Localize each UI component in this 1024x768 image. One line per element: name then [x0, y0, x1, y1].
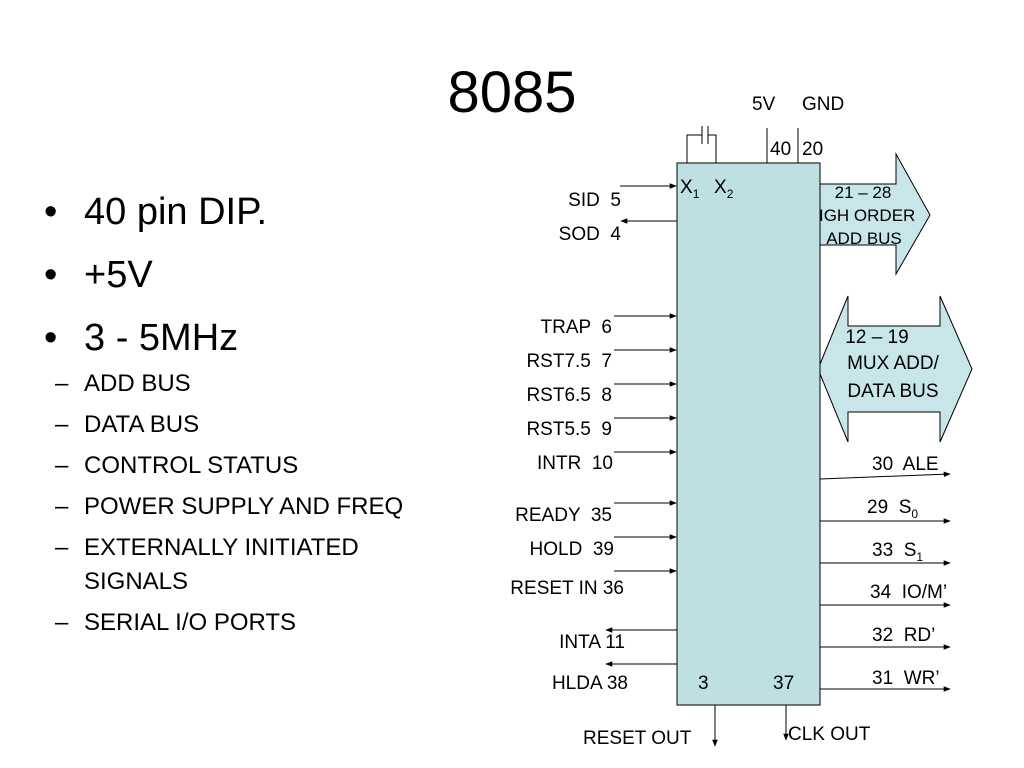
vcc-pin-number: 40: [770, 139, 791, 160]
s0-label: 29 S0: [867, 497, 918, 521]
high-order-bus-label-line2: HIGH ORDER: [807, 206, 916, 225]
sub-bullet-dash: –: [55, 493, 69, 520]
high-order-bus-arrow: [811, 152, 931, 276]
sub-bullet-text: ADD BUS: [84, 370, 191, 397]
inta-label: INTA 11: [559, 632, 625, 653]
bullet-item: • 3 - 5MHz: [44, 316, 424, 360]
rst55-label: RST5.5 9: [526, 419, 612, 440]
crystal-label-x2: X2: [714, 177, 734, 201]
sub-bullet-item: – POWER SUPPLY AND FREQ: [44, 490, 424, 524]
mux-bus-label-line2: MUX ADD/: [847, 353, 940, 374]
sub-bullet-text: POWER SUPPLY AND FREQ: [84, 493, 404, 520]
sub-bullet-text: EXTERNALLY INITIATED SIGNALS: [84, 534, 359, 595]
bullet-text: +5V: [84, 254, 153, 296]
clk-out-label: CLK OUT: [788, 724, 871, 745]
sub-bullet-text: CONTROL STATUS: [84, 452, 299, 479]
mux-bus-arrow: [817, 295, 973, 443]
rst65-label: RST6.5 8: [526, 385, 612, 406]
reset-out-pin-number: 3: [698, 673, 709, 694]
sub-bullet-text: SERIAL I/O PORTS: [84, 609, 297, 636]
bullet-dot: •: [44, 317, 58, 359]
slide-title: 8085: [447, 60, 577, 125]
mux-bus-label-line1: 12 – 19: [845, 327, 908, 348]
sub-bullet-dash: –: [55, 411, 69, 438]
sub-bullet-item: – CONTROL STATUS: [44, 449, 424, 483]
sub-bullet-text: DATA BUS: [84, 411, 200, 438]
crystal-label-x1: X1: [680, 177, 700, 201]
sub-bullet-dash: –: [55, 534, 69, 561]
high-order-bus-label-line3: ADD BUS: [826, 229, 902, 248]
bullet-text: 3 - 5MHz: [84, 317, 239, 359]
ale-arrow: [819, 471, 951, 480]
hold-label: HOLD 39: [530, 539, 615, 560]
mux-bus-label-line3: DATA BUS: [847, 381, 938, 402]
s1-label: 33 S1: [872, 540, 923, 564]
sod-label: SOD 4: [559, 224, 622, 245]
rd-label: 32 RD’: [872, 625, 935, 646]
rst75-label: RST7.5 7: [526, 351, 612, 372]
sub-bullet-dash: –: [55, 370, 69, 397]
sub-bullet-dash: –: [55, 609, 69, 636]
iom-label: 34 IO/M’: [870, 582, 947, 603]
hlda-label: HLDA 38: [552, 673, 628, 694]
bullet-dot: •: [44, 254, 58, 296]
bullet-text: 40 pin DIP.: [84, 191, 268, 233]
vcc-label: 5V: [752, 94, 776, 115]
sub-bullet-item: – EXTERNALLY INITIATED SIGNALS: [44, 531, 424, 599]
clk-out-pin-number: 37: [773, 673, 794, 694]
sub-bullet-list: – ADD BUS – DATA BUS – CONTROL STATUS – …: [44, 367, 424, 640]
crystal-symbol: [686, 126, 717, 163]
gnd-pin-number: 20: [802, 139, 823, 160]
bullet-dot: •: [44, 191, 58, 233]
intr-label: INTR 10: [537, 453, 613, 474]
ready-label: READY 35: [515, 505, 612, 526]
sub-bullet-dash: –: [55, 452, 69, 479]
bullet-list: • 40 pin DIP. • +5V • 3 - 5MHz – ADD BUS…: [44, 190, 424, 647]
sub-bullet-item: – DATA BUS: [44, 408, 424, 442]
sub-bullet-item: – SERIAL I/O PORTS: [44, 606, 424, 640]
trap-label: TRAP 6: [541, 317, 612, 338]
bullet-item: • +5V: [44, 253, 424, 297]
gnd-label: GND: [802, 94, 844, 115]
wr-label: 31 WR’: [872, 668, 940, 689]
ale-label: 30 ALE: [872, 454, 939, 475]
bullet-item: • 40 pin DIP.: [44, 190, 424, 234]
chip-body: [676, 162, 821, 706]
sub-bullet-item: – ADD BUS: [44, 367, 424, 401]
sub-bullet-container: – ADD BUS – DATA BUS – CONTROL STATUS – …: [44, 367, 424, 640]
reset-out-label: RESET OUT: [583, 728, 692, 749]
high-order-bus-label-line1: 21 – 28: [835, 183, 892, 202]
reset-in-label: RESET IN 36: [510, 578, 624, 599]
sid-label: SID 5: [568, 190, 621, 211]
